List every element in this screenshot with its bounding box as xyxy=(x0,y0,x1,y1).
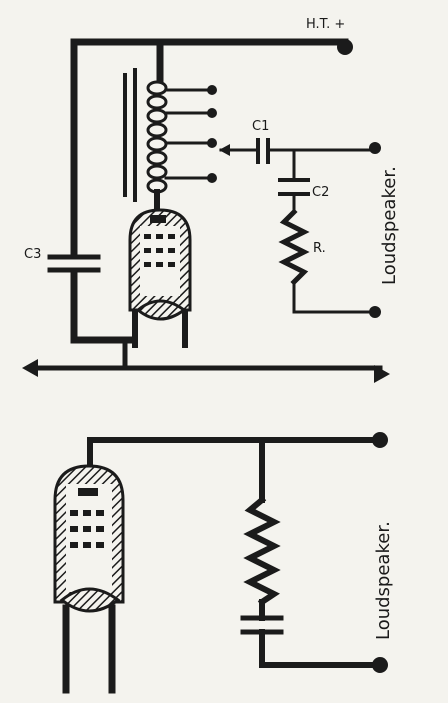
ht-wire xyxy=(70,38,349,84)
c2-capacitor xyxy=(278,178,310,196)
resistor-r xyxy=(278,208,310,286)
ht-terminal xyxy=(337,39,353,55)
tap-terminal-3 xyxy=(207,138,217,148)
coil xyxy=(146,80,168,194)
top-circuit xyxy=(22,38,390,383)
c3-wire xyxy=(70,38,134,344)
r-label: R. xyxy=(313,241,326,256)
speaker-terminal-bottom-1 xyxy=(372,432,388,448)
tap-terminal-2 xyxy=(207,108,217,118)
transformer-core xyxy=(123,68,137,202)
c2-label: C2 xyxy=(312,185,329,200)
bottom-top-wire xyxy=(87,437,375,473)
speaker-terminal-top-1 xyxy=(369,142,381,154)
c3-capacitor xyxy=(47,254,101,273)
speaker-terminal-bottom-2 xyxy=(372,657,388,673)
c3-label: C3 xyxy=(24,247,41,262)
c1-label: C1 xyxy=(252,119,269,134)
bottom-resistor xyxy=(243,495,281,607)
tap-terminal-4 xyxy=(207,173,217,183)
bottom-circuit xyxy=(53,432,388,694)
ground-arrow-left xyxy=(22,359,38,377)
loudspeaker-label-top: Loudspeaker. xyxy=(379,166,400,285)
tap-terminal-1 xyxy=(207,85,217,95)
c1-arrowhead xyxy=(219,144,230,156)
loudspeaker-label-bottom: Loudspeaker. xyxy=(373,521,394,640)
valve-2 xyxy=(53,464,125,694)
r-wire xyxy=(292,280,375,314)
speaker-terminal-top-2 xyxy=(369,306,381,318)
ground-line xyxy=(27,342,383,371)
coil-taps xyxy=(164,88,212,180)
ground-arrow-right xyxy=(374,365,390,383)
valve-1 xyxy=(128,208,192,348)
ht-plus-label: H.T. + xyxy=(306,17,345,32)
bottom-capacitor xyxy=(240,615,284,635)
